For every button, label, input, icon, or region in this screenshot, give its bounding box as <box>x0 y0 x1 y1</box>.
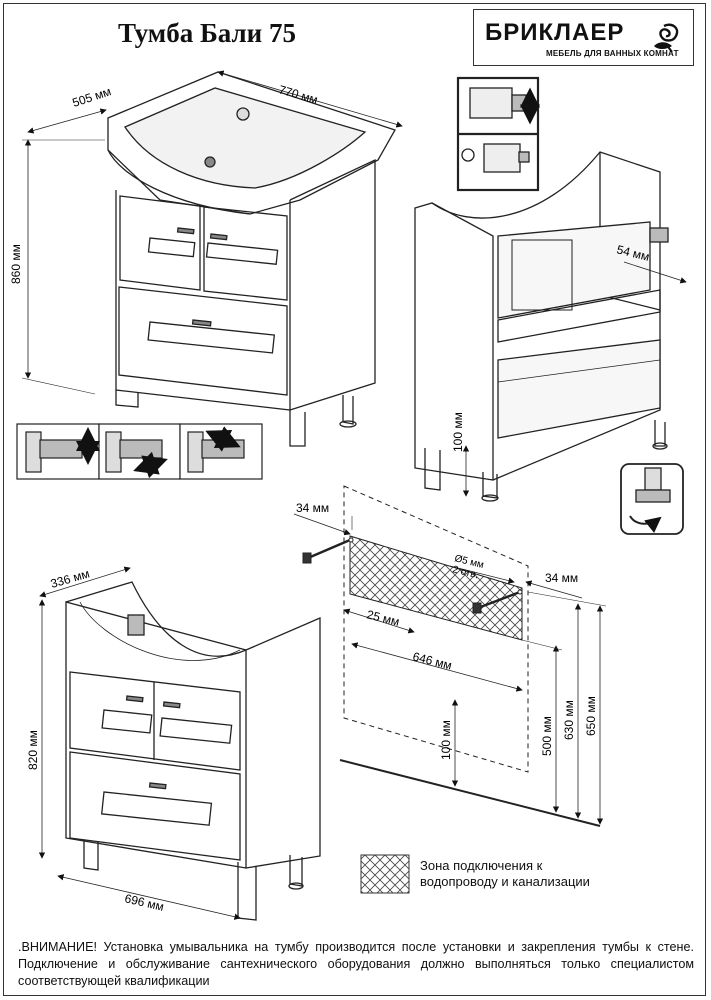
dim-depth-cabinet: 336 мм <box>49 566 91 590</box>
dim-hole-spacing: 646 мм <box>411 649 453 672</box>
legend-line-2: водопроводу и канализации <box>420 874 590 889</box>
wall-mounting-layout <box>293 485 607 827</box>
dim-zone-top: 500 мм <box>540 716 554 756</box>
brand-name: БРИКЛАЕР <box>485 19 625 46</box>
dim-zone-offset: 25 мм <box>365 607 401 629</box>
dim-edge-left: 34 мм <box>296 501 329 515</box>
dim-floor-to-zone: 100 мм <box>439 720 453 760</box>
dim-holes-height: 630 мм <box>562 700 576 740</box>
page-frame <box>3 3 706 996</box>
hinge-icon <box>105 431 168 479</box>
bracket-detail-panels <box>456 76 540 192</box>
connection-zone-swatch <box>360 854 410 894</box>
page-title: Тумба Бали 75 <box>118 18 296 48</box>
warning-notice: .ВНИМАНИЕ! Установка умывальника на тумб… <box>18 940 694 988</box>
dim-width-cabinet: 696 мм <box>123 891 165 914</box>
wall-bracket-icon <box>461 143 530 173</box>
screw-icon <box>302 538 351 564</box>
hinge-adjustment-panels <box>16 423 263 480</box>
adjustable-leg-icon <box>629 467 671 533</box>
cabinet-body <box>38 566 321 921</box>
brand-tagline: МЕБЕЛЬ ДЛЯ ВАННЫХ КОМНАТ <box>546 49 679 58</box>
legend-line-1: Зона подключения к <box>420 858 543 873</box>
dim-height-cabinet: 820 мм <box>26 730 40 770</box>
wall-bracket-icon <box>469 87 540 125</box>
assembled-cabinet <box>21 70 403 447</box>
hinge-icon <box>187 426 245 473</box>
screw-icon <box>472 590 521 614</box>
dim-height-total: 860 мм <box>9 244 23 284</box>
hinge-icon <box>25 427 100 473</box>
open-cabinet <box>414 151 687 535</box>
legend-caption: Зона подключения к водопроводу и канализ… <box>420 858 590 890</box>
dim-edge-right: 34 мм <box>545 571 578 585</box>
dim-depth-top: 505 мм <box>71 84 113 110</box>
brand-logo: БРИКЛАЕР МЕБЕЛЬ ДЛЯ ВАННЫХ КОМНАТ <box>473 9 694 66</box>
rose-icon <box>654 23 679 53</box>
dim-panel-top: 650 мм <box>584 696 598 736</box>
dim-leg-height: 100 мм <box>451 412 465 452</box>
